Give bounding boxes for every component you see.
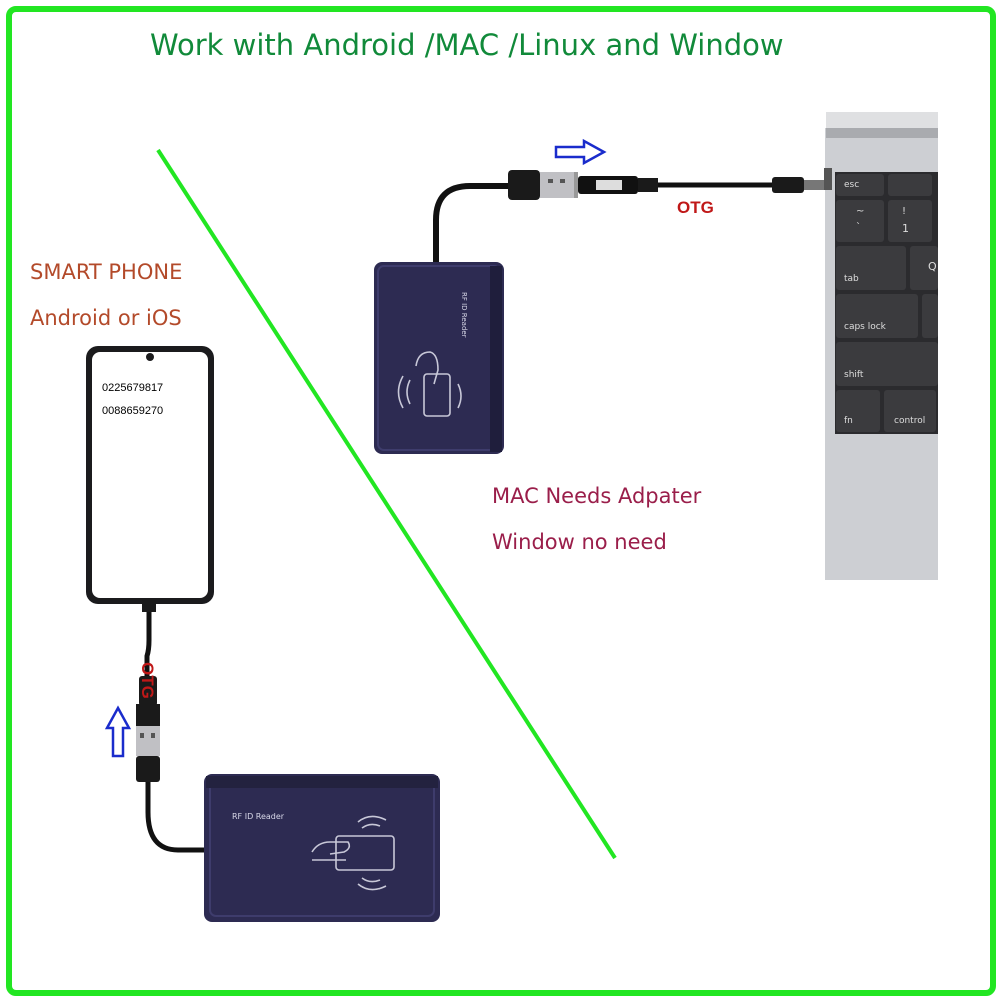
phone-screen-number-1: 0225679817	[102, 382, 164, 394]
card-tap-icon	[397, 351, 462, 417]
window-note: Window no need	[492, 530, 667, 554]
arrow-up-icon	[104, 705, 132, 758]
rfid-reader-lower	[204, 774, 440, 922]
key-q: Q	[928, 260, 937, 273]
green-border-frame	[6, 6, 996, 996]
arrow-right-icon	[554, 138, 607, 166]
key-esc: esc	[844, 180, 860, 190]
phone-label-line2: Android or iOS	[30, 306, 182, 330]
key-fn: fn	[844, 416, 853, 426]
key-control: control	[894, 416, 926, 426]
phone-screen-number-2: 0088659270	[102, 405, 164, 417]
laptop-otg-label: OTG	[677, 198, 714, 217]
card-tap-icon	[311, 815, 395, 891]
key-backtick: `	[856, 222, 861, 233]
diagonal-divider	[156, 148, 617, 860]
key-caps-lock: caps lock	[844, 322, 886, 332]
key-one: 1	[902, 222, 909, 235]
key-shift: shift	[844, 370, 864, 380]
key-tilde: ~	[856, 206, 865, 217]
phone-otg-cable	[136, 600, 208, 853]
laptop	[824, 112, 938, 580]
reader-label-upper: RF ID Reader	[460, 292, 468, 338]
page-title: Work with Android /MAC /Linux and Window	[150, 28, 784, 62]
key-exclaim: !	[902, 206, 907, 217]
key-tab: tab	[844, 274, 859, 284]
phone-label-line1: SMART PHONE	[30, 260, 183, 284]
phone-otg-label: OTG	[138, 662, 157, 699]
smartphone	[86, 346, 214, 604]
rfid-reader-upper	[374, 262, 504, 454]
laptop-usb-cable	[433, 170, 824, 262]
mac-adapter-note: MAC Needs Adpater	[492, 484, 702, 508]
reader-label-lower: RF ID Reader	[232, 812, 285, 821]
